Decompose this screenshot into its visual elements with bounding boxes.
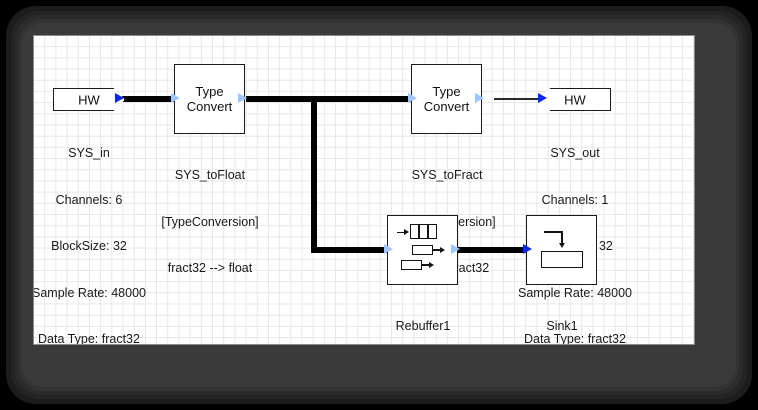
caption-sys-out-samplerate: Sample Rate: 48000 (518, 285, 632, 300)
caption-sys-in-samplerate: Sample Rate: 48000 (33, 285, 146, 300)
block-sys-tofract-label: Type Convert (412, 84, 481, 114)
caption-sys-out-name: SYS_out (550, 146, 600, 160)
caption-sink1-name: Sink1 (546, 319, 578, 333)
wire-rebuffer-to-sink[interactable] (458, 247, 526, 253)
block-diagram-canvas[interactable]: HW SYS_in Channels: 6 BlockSize: 32 Samp… (33, 35, 695, 345)
block-sys-in[interactable]: HW (53, 88, 125, 111)
caption-sys-in-channels: Channels: 6 (55, 192, 123, 207)
block-rebuffer1[interactable] (387, 215, 458, 285)
sink-icon (527, 216, 596, 284)
caption-sys-in-blocksize: BlockSize: 32 (51, 239, 127, 253)
block-sys-out-label: HW (564, 92, 586, 107)
caption-sys-out-datatype: Data Type: fract32 (524, 332, 626, 345)
block-sys-tofract-line1: Type (432, 84, 461, 99)
block-sys-tofract-line2: Convert (423, 99, 470, 114)
caption-sys-tofloat-detail: fract32 --> float (167, 261, 253, 275)
block-sys-tofloat-label: Type Convert (175, 84, 244, 114)
block-sys-tofloat-line1: Type (195, 84, 224, 99)
wire-branch-vertical[interactable] (311, 96, 317, 253)
caption-rebuffer1-name: Rebuffer1 (395, 319, 451, 333)
caption-sink1: Sink1 [Sink] (467, 288, 657, 344)
wire-branch-to-rebuffer[interactable] (311, 247, 388, 253)
wire-tofloat-bus-horizontal[interactable] (246, 96, 418, 102)
caption-sys-tofloat: SYS_toFloat [TypeConversion] fract32 -->… (115, 137, 305, 308)
wire-sysin-to-tofloat[interactable] (122, 96, 176, 102)
caption-sys-tofract-name: SYS_toFract (411, 168, 483, 182)
caption-sys-tofloat-type: [TypeConversion] (161, 214, 259, 229)
block-sink1[interactable] (526, 215, 597, 285)
block-sys-tofloat-line2: Convert (186, 99, 233, 114)
caption-sys-in: SYS_in Channels: 6 BlockSize: 32 Sample … (33, 115, 189, 345)
block-sys-tofloat[interactable]: Type Convert (174, 64, 245, 134)
caption-sys-out-channels: Channels: 1 (541, 192, 609, 207)
block-sys-tofract[interactable]: Type Convert (411, 64, 482, 134)
caption-sys-tofloat-name: SYS_toFloat (174, 168, 246, 182)
caption-rebuffer1: Rebuffer1 [Rebuffer] outBlockSize: -32 (328, 288, 518, 344)
canvas-grid (34, 36, 694, 344)
wire-tofract-to-sysout[interactable] (494, 98, 544, 100)
caption-sys-in-datatype: Data Type: fract32 (38, 332, 140, 345)
block-sys-in-label: HW (78, 92, 100, 107)
caption-sys-in-name: SYS_in (68, 146, 110, 160)
block-sys-out[interactable]: HW (539, 88, 611, 111)
rebuffer-icon (388, 216, 457, 284)
diagram-layer: HW SYS_in Channels: 6 BlockSize: 32 Samp… (34, 36, 694, 344)
